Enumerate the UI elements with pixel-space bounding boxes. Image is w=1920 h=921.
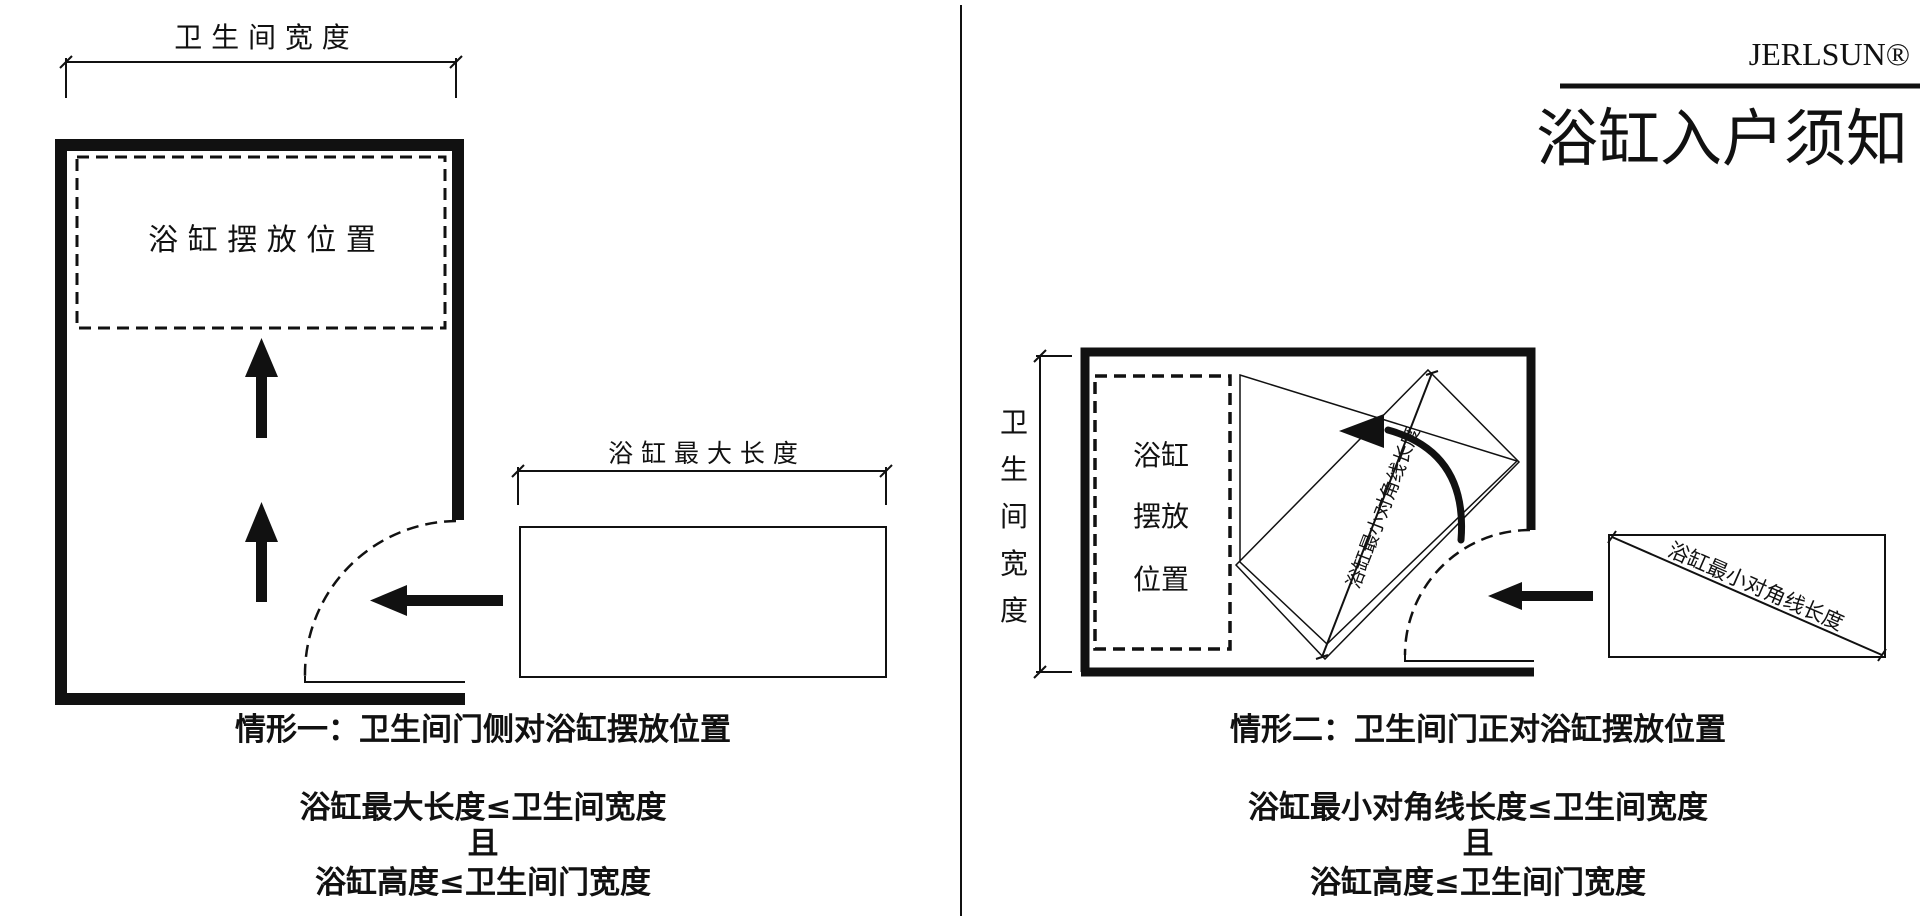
tub-position-zone-two [1093,374,1232,651]
tub-position-zone [75,155,447,330]
page-headline: 浴缸入户须知 [1536,102,1908,175]
rotation-arrowhead [1339,414,1384,448]
door-swing-arc-two [1403,528,1531,656]
room-width-char-2: 生 [1000,453,1028,486]
door-threshold-two [1404,655,1534,662]
tub-position-line-3: 位置 [1133,563,1189,596]
up-arrow-upper [245,338,278,438]
rotated-tub-shape [1234,368,1521,661]
tub-max-length-label: 浴 缸 最 大 长 度 [608,439,798,468]
inner-diagonal-label: 浴缸最小对角线长度 [1342,424,1424,592]
outer-diagonal: 浴缸最小对角线长度 [1607,530,1887,662]
bathtub-box [519,526,887,678]
outer-diagonal-label: 浴缸最小对角线长度 [1664,538,1847,636]
door-swing-arc [303,519,457,677]
scenario-one-rule-line-1: 浴缸最大长度≤卫生间宽度 [300,790,667,826]
room-wall-outline-two [1080,347,1536,672]
scenario-two-rule-conjunction: 且 [1463,826,1494,862]
scenario-two-rule-line-1: 浴缸最小对角线长度≤卫生间宽度 [1248,790,1708,826]
room-width-label: 卫 生 间 宽 度 [174,21,350,54]
tub-position-line-2: 摆放 [1133,500,1189,533]
scenario-two-caption: 情形二：卫生间门正对浴缸摆放位置 [1230,712,1726,748]
rotation-arc [1384,426,1466,544]
bathtub-box-two [1608,534,1886,658]
scenario-one-rule-line-2: 浴缸高度≤卫生间门宽度 [315,865,651,901]
scenario-one: 卫 生 间 宽 度 浴 缸 摆 放 位 置 浴 [55,21,893,901]
tub-position-label: 浴 缸 摆 放 位 置 [148,223,376,258]
room-width-char-3: 间 [1000,500,1028,533]
brand-name: JERLSUN® [1749,36,1910,72]
room-width-dimension: 卫 生 间 宽 度 [59,21,463,98]
room-width-char-4: 宽 [1000,547,1028,580]
scenario-one-caption: 情形一：卫生间门侧对浴缸摆放位置 [235,712,731,748]
up-arrow-lower [245,502,278,602]
room-width-char-5: 度 [1000,594,1028,627]
room-width-char-1: 卫 [1000,406,1028,439]
tub-max-length-dimension: 浴 缸 最 大 长 度 [511,439,893,505]
left-arrow [370,585,503,616]
scenario-two-rule-line-2: 浴缸高度≤卫生间门宽度 [1310,865,1646,901]
scenario-one-rule-conjunction: 且 [468,826,499,862]
door-threshold [304,676,465,683]
inner-diagonal: 浴缸最小对角线长度 [1315,370,1439,660]
tub-position-line-1: 浴缸 [1133,439,1189,472]
left-arrow-two [1488,582,1593,610]
room-width-vertical-dimension: 卫 生 间 宽 度 [1000,349,1072,679]
room-wall-outline [55,139,465,705]
scenario-two: 卫 生 间 宽 度 浴缸 摆放 位置 浴缸最小对角线长度 [1000,347,1887,901]
